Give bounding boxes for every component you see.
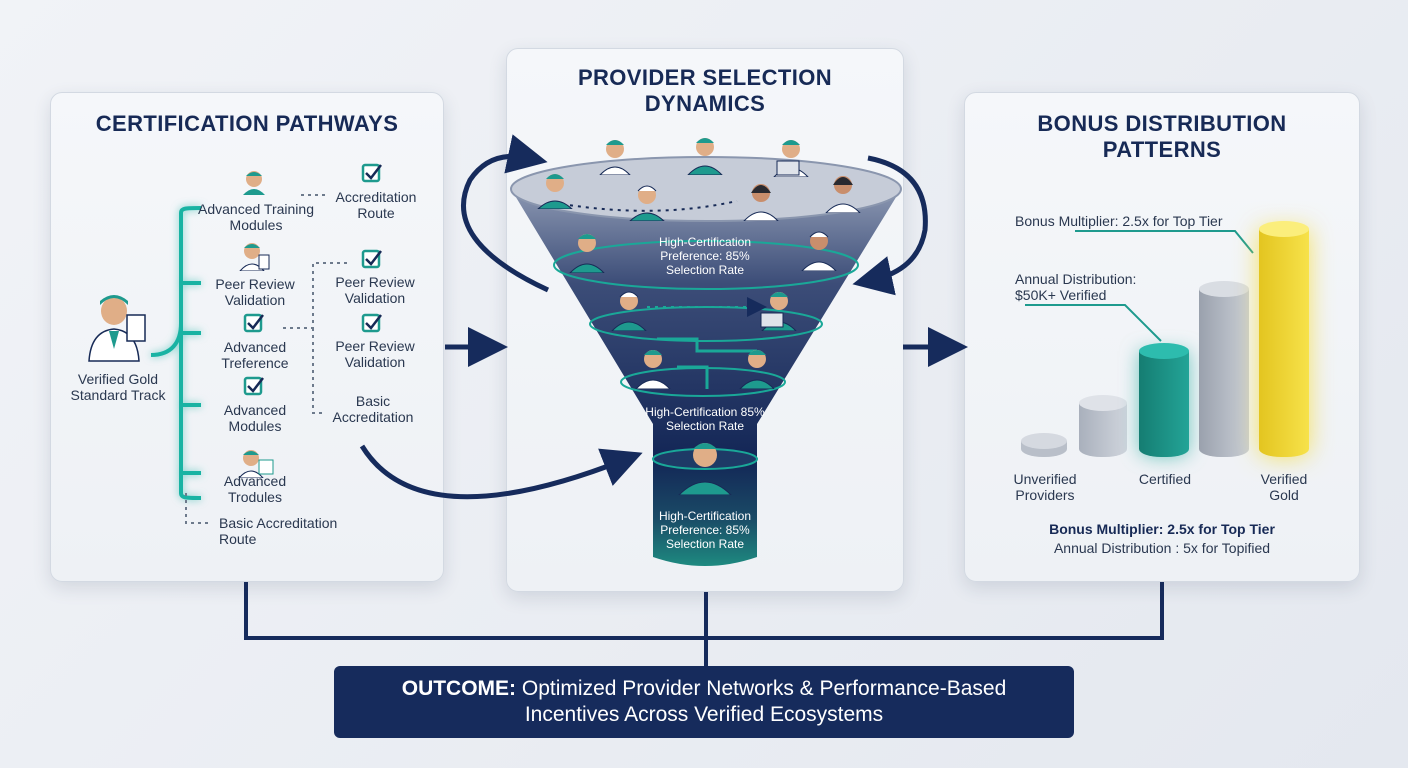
annual-distribution-callout: Annual Distribution: $50K+ Verified [1015, 271, 1137, 303]
secondary-label: Basic Accreditation [332, 393, 414, 425]
bar-label: Verified Gold [1260, 471, 1308, 503]
bar-certified-plus [1199, 281, 1249, 457]
branch-label: Advanced Training Modules [198, 201, 314, 233]
main-node-label: Verified Gold Standard Track [70, 371, 166, 403]
bonus-multiplier-callout: Bonus Multiplier: 2.5x for Top Tier [1015, 213, 1223, 229]
bar-verified-gold [1259, 221, 1309, 457]
branch-label: Basic Accreditation Route [219, 515, 338, 547]
secondary-label: Peer Review Validation [335, 274, 415, 306]
branch-label: Advanced Modules [223, 402, 287, 434]
bar-label: Unverified Providers [1013, 471, 1077, 503]
secondary-label: Accreditation Route [335, 189, 417, 221]
bar-unverified [1079, 395, 1127, 457]
certification-pathways-panel: CERTIFICATION PATHWAYS [50, 92, 444, 582]
panel-title: CERTIFICATION PATHWAYS [95, 111, 399, 136]
footer-note-bold: Bonus Multiplier: 2.5x for Top Tier [1049, 521, 1275, 537]
callout-lines [1025, 230, 1254, 342]
funnel-stat-label: High-Certification Preference: 85% Selec… [658, 235, 752, 277]
bar-unverified-base [1021, 433, 1067, 457]
branch-label: Advanced Treference [221, 339, 289, 371]
pathway-tree [150, 163, 382, 524]
bar-label: Certified [1138, 471, 1192, 487]
funnel-stat-label: High-Certification 85% Selection Rate [645, 405, 765, 433]
bonus-distribution-panel: BONUS DISTRIBUTION PATTERNS Bonus Multip… [964, 92, 1360, 582]
panel-title: BONUS DISTRIBUTION PATTERNS [1037, 111, 1287, 162]
outcome-banner: OUTCOME: Optimized Provider Networks & P… [334, 666, 1074, 738]
branch-label: Peer Review Validation [215, 276, 295, 308]
gold-standard-provider-icon [81, 291, 151, 363]
panel-title: PROVIDER SELECTION DYNAMICS [577, 65, 833, 116]
provider-selection-panel: PROVIDER SELECTION DYNAMICS [506, 48, 904, 592]
bar-certified [1139, 343, 1189, 457]
outcome-lead: OUTCOME: [401, 677, 517, 700]
outcome-text: Optimized Provider Networks & Performanc… [521, 677, 1007, 726]
footer-note: Annual Distribution : 5x for Topified [1053, 540, 1271, 556]
branch-label: Advanced Trodules [223, 473, 287, 505]
funnel-stat-label: High-Certification Preference: 85% Selec… [658, 509, 752, 551]
secondary-label: Peer Review Validation [335, 338, 415, 370]
